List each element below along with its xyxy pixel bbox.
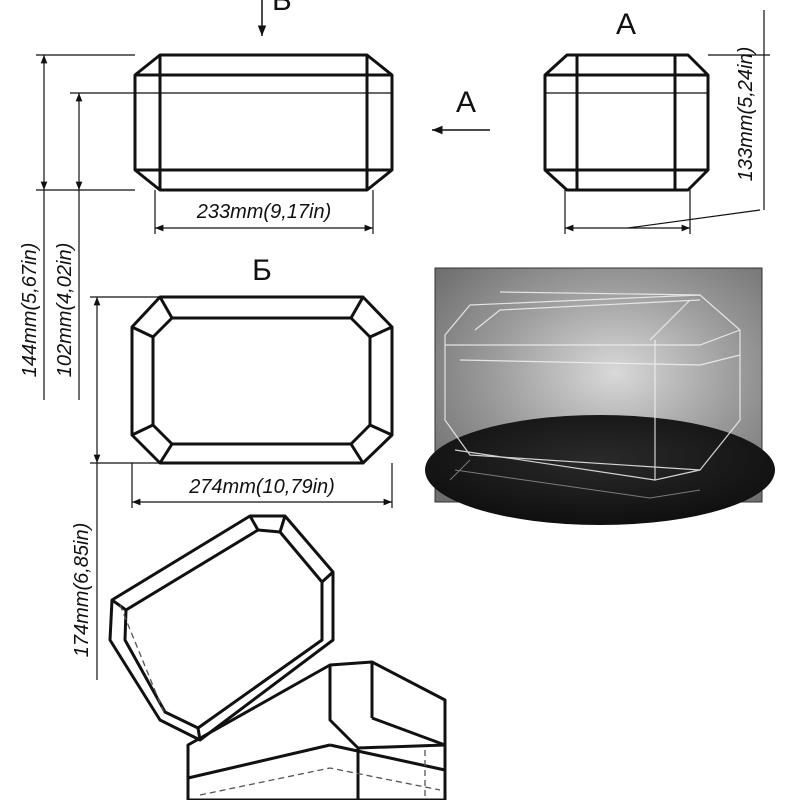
bottom-view: Б 274mm(10,79in) 174mm(6,85in) <box>71 254 394 680</box>
bottom-view-label: Б <box>252 254 272 287</box>
left-dimensions: 144mm(5,67in) 102mm(4,02in) <box>19 54 135 400</box>
side-view: A 133mm(5,24in) <box>543 8 770 234</box>
total-height-dimension: 144mm(5,67in) <box>19 243 41 378</box>
view-arrow-a-label: A <box>456 86 476 119</box>
isometric-view <box>108 514 447 800</box>
side-height-dimension: 133mm(5,24in) <box>735 47 757 182</box>
view-arrow-b: Б <box>257 0 292 36</box>
front-width-dimension: 233mm(9,17in) <box>196 201 332 223</box>
view-arrow-a: A <box>432 86 490 135</box>
body-height-dimension: 102mm(4,02in) <box>54 243 76 378</box>
view-arrow-b-label: Б <box>272 0 292 17</box>
acrylic-box-photo <box>425 267 775 525</box>
plan-width-dimension: 274mm(10,79in) <box>188 476 335 498</box>
plan-depth-dimension: 174mm(6,85in) <box>71 523 93 658</box>
side-view-label: A <box>616 8 636 41</box>
front-view: 233mm(9,17in) <box>133 53 394 234</box>
